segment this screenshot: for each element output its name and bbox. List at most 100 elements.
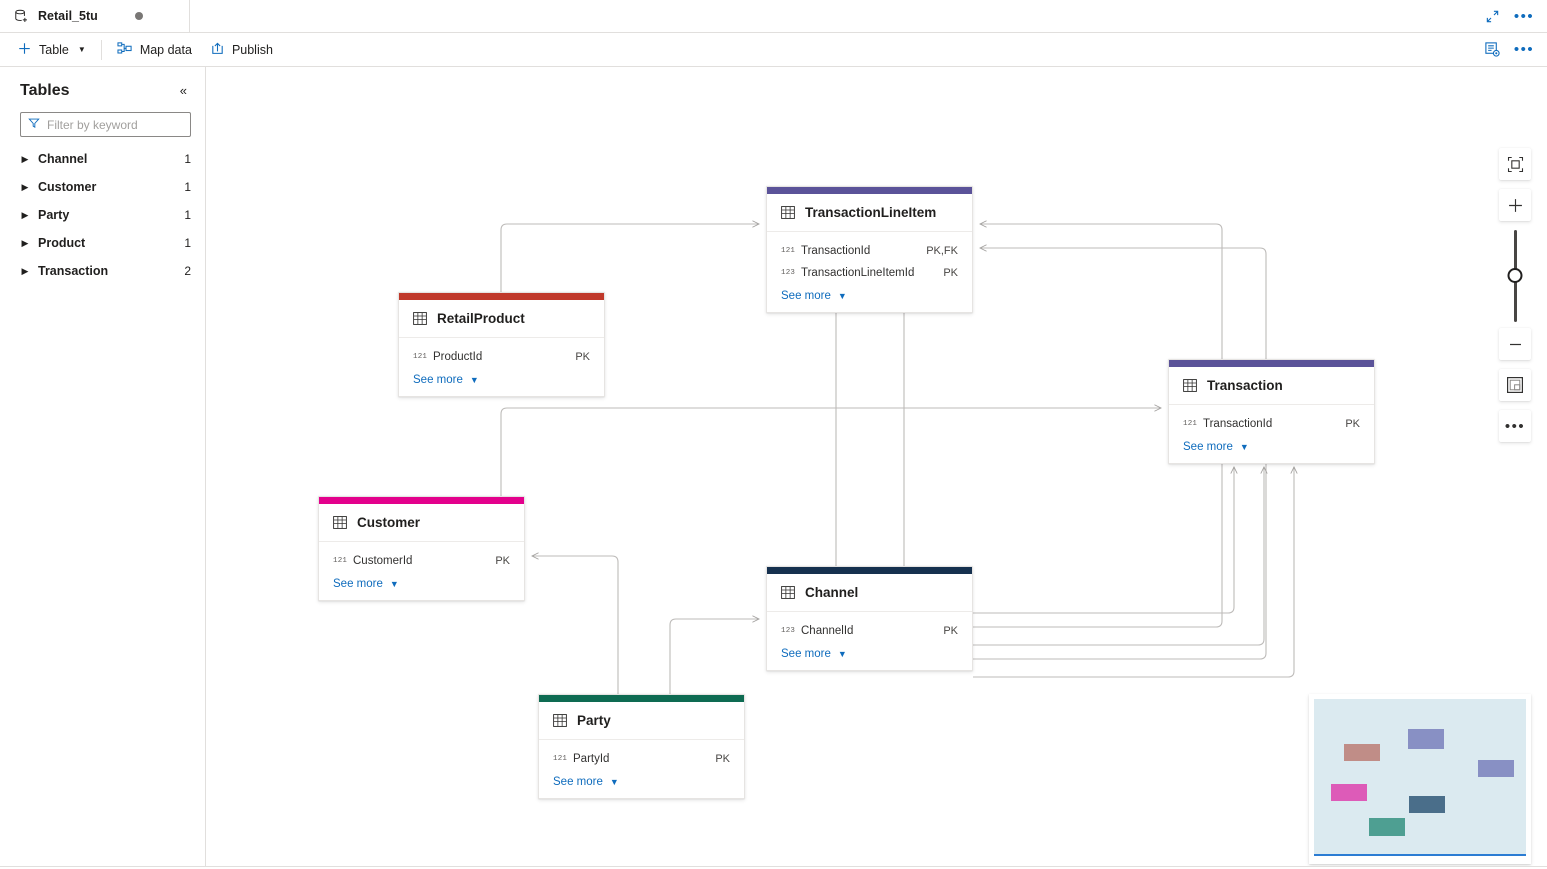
see-more-link[interactable]: See more ▼ — [319, 572, 524, 594]
filter-box[interactable] — [20, 112, 191, 137]
entity-field[interactable]: 121 PartyId PK — [539, 748, 744, 770]
entity-card-party[interactable]: Party 121 PartyId PK See more▼ — [538, 694, 745, 799]
publish-button[interactable]: Publish — [201, 35, 282, 65]
map-data-label: Map data — [139, 42, 192, 57]
field-name: TransactionLineItemId — [801, 267, 915, 279]
entity-card-header[interactable]: Customer — [319, 504, 524, 542]
chevron-right-icon[interactable]: ▶ — [21, 265, 29, 276]
see-more-link[interactable]: See more▼ — [539, 770, 744, 792]
see-more-link[interactable]: See more▼ — [767, 642, 972, 664]
entity-card-header[interactable]: Transaction — [1169, 367, 1374, 405]
chevron-right-icon[interactable]: ▶ — [21, 153, 29, 164]
entity-accent-bar — [319, 497, 524, 504]
minimap-surface[interactable] — [1314, 699, 1526, 854]
entity-accent-bar — [767, 567, 972, 574]
chevron-right-icon[interactable]: ▶ — [21, 209, 29, 220]
chevron-right-icon[interactable]: ▶ — [21, 181, 29, 192]
command-overflow-menu-icon[interactable]: ••• — [1509, 36, 1539, 64]
field-key-badge: PK — [715, 753, 730, 765]
filter-input[interactable] — [47, 117, 183, 132]
field-key-badge: PK,FK — [926, 245, 958, 257]
see-more-label: See more — [413, 374, 463, 386]
see-more-label: See more — [333, 578, 383, 590]
field-key-badge: PK — [575, 351, 590, 363]
expand-diagonal-icon[interactable] — [1477, 2, 1507, 30]
see-more-label: See more — [1183, 441, 1233, 453]
database-new-icon — [14, 9, 29, 24]
more-options-label: ••• — [1504, 417, 1526, 435]
zoom-slider-thumb[interactable] — [1507, 268, 1523, 283]
see-more-link[interactable]: See more ▼ — [1169, 435, 1374, 457]
canvas-zoom-toolbar: ••• — [1499, 148, 1531, 451]
zoom-out-button[interactable] — [1499, 328, 1531, 360]
sidebar-item-label: Customer — [38, 180, 97, 194]
entity-name: RetailProduct — [437, 311, 525, 326]
entity-card-header[interactable]: Channel — [767, 574, 972, 612]
map-data-button[interactable]: Map data — [108, 35, 201, 65]
window-actions: ••• — [1477, 0, 1547, 32]
entity-card-header[interactable]: TransactionLineItem — [767, 194, 972, 232]
tab-retail-5tu[interactable]: Retail_5tu — [0, 0, 190, 32]
table-grid-icon — [781, 206, 795, 219]
field-datatype-icon: 121 — [553, 755, 568, 763]
minimap-rect-transaction — [1478, 760, 1514, 777]
see-more-label: See more — [781, 648, 831, 660]
chevron-right-icon[interactable]: ▶ — [21, 237, 29, 248]
list-settings-icon[interactable] — [1477, 36, 1507, 64]
table-grid-icon — [333, 516, 347, 529]
see-more-link[interactable]: See more▼ — [767, 284, 972, 306]
zoom-slider[interactable] — [1499, 230, 1531, 322]
fit-to-screen-icon[interactable] — [1499, 148, 1531, 180]
minimap-viewport-indicator[interactable] — [1314, 854, 1526, 856]
tab-overflow-menu-icon[interactable]: ••• — [1509, 2, 1539, 30]
table-grid-icon — [781, 586, 795, 599]
tables-sidebar: Tables « ▶Channel1▶Customer1▶Party1▶Prod… — [0, 67, 206, 869]
chevron-down-icon: ▼ — [1239, 442, 1249, 452]
entity-accent-bar — [539, 695, 744, 702]
minimap-toggle-icon[interactable] — [1499, 369, 1531, 401]
entity-card-header[interactable]: RetailProduct — [399, 300, 604, 338]
field-name: CustomerId — [353, 555, 413, 567]
publish-upload-icon — [210, 41, 225, 59]
sidebar-title: Tables — [20, 81, 70, 99]
command-bar-right: ••• — [1477, 36, 1539, 64]
chevron-double-left-icon[interactable]: « — [179, 83, 187, 98]
field-datatype-icon: 121 — [1183, 420, 1198, 428]
unsaved-changes-dot — [134, 12, 143, 20]
more-options-icon[interactable]: ••• — [1499, 410, 1531, 442]
see-more-link[interactable]: See more▼ — [399, 368, 604, 390]
field-name: PartyId — [573, 753, 610, 765]
sidebar-item-count: 2 — [184, 264, 191, 278]
minimap-rect-party — [1369, 818, 1405, 836]
entity-name: Party — [577, 713, 611, 728]
chevron-down-icon: ▼ — [389, 579, 399, 589]
add-table-button[interactable]: Table ▼ — [8, 35, 95, 65]
filter-funnel-icon — [28, 116, 40, 134]
entity-card-header[interactable]: Party — [539, 702, 744, 740]
minimap-panel[interactable] — [1309, 694, 1531, 864]
entity-name: Customer — [357, 515, 421, 530]
zoom-in-button[interactable] — [1499, 189, 1531, 221]
